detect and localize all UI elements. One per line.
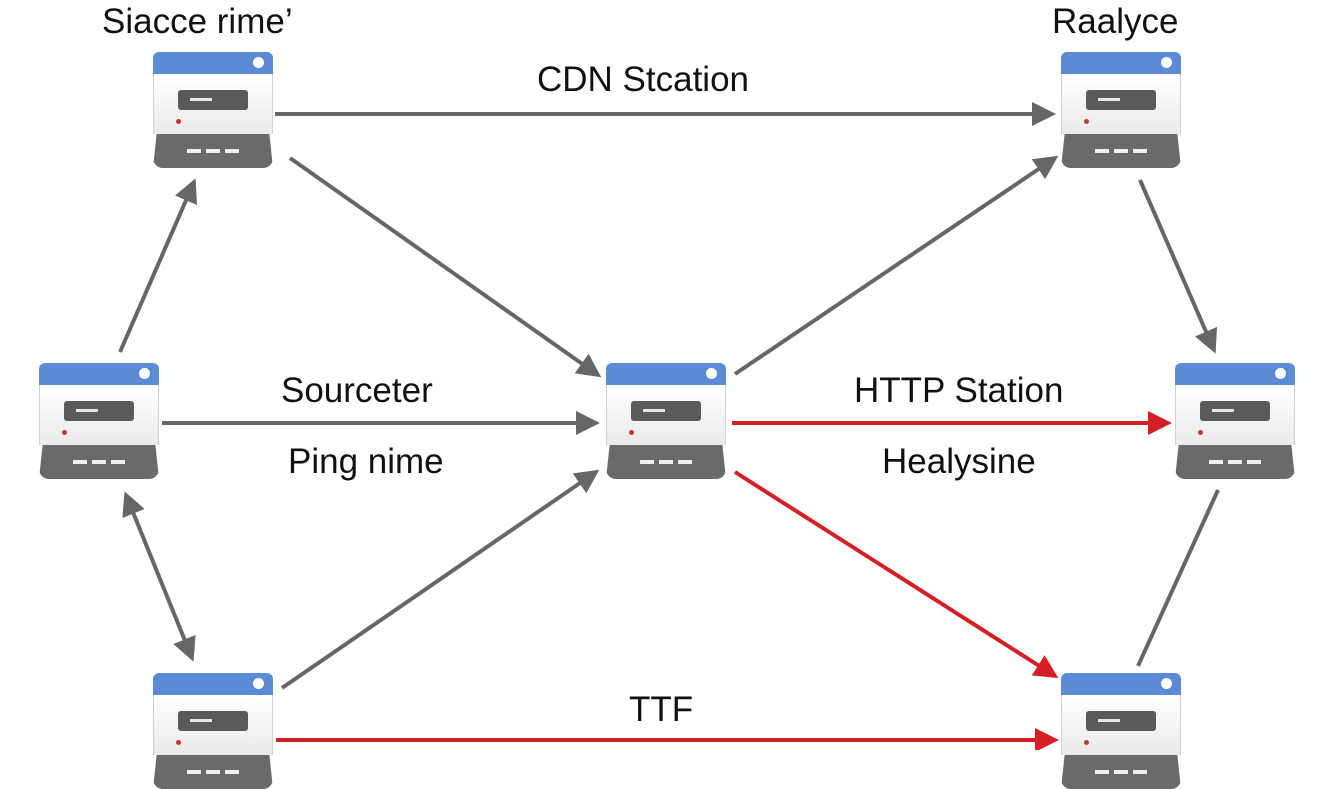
server-node-mid-left [39,363,159,479]
cdn-link-label: CDN Stcation [537,60,750,99]
link-midleft-bottomleft [122,491,196,662]
network-diagram: Siacce rime’ Raalyce CDN Stcation Source… [39,2,1295,789]
ttf-link-label: TTF [629,690,694,729]
server-node-bottom-right [1061,673,1181,789]
server-node-center [606,363,726,479]
server-icon [1061,695,1181,755]
top-left-node-label: Siacce rime’ [102,2,293,41]
links-layer [118,102,1220,750]
top-right-node-label: Raalyce [1052,2,1179,41]
server-icon [1175,385,1295,445]
link-topleft-center [288,156,602,378]
sourceter-link-label: Sourceter [281,371,433,410]
link-midright-bottomright [1136,489,1220,667]
server-node-bottom-left [153,673,273,789]
server-icon [39,385,159,445]
link-bottomleft-center [280,469,600,690]
ping-link-label: Ping nime [288,442,444,481]
link-midleft-topleft [118,178,198,353]
link-center-topright [733,155,1059,376]
http-link-label: HTTP Station [854,371,1064,410]
server-node-mid-right [1175,363,1295,479]
server-icon [153,74,273,134]
server-icon [153,695,273,755]
link-topright-midright [1138,179,1218,354]
server-icon [1061,74,1181,134]
healysine-link-label: Healysine [882,442,1036,481]
link-center-bottomright [733,470,1059,679]
server-node-top-left [153,52,273,168]
server-node-top-right [1061,52,1181,168]
server-icon [606,385,726,445]
